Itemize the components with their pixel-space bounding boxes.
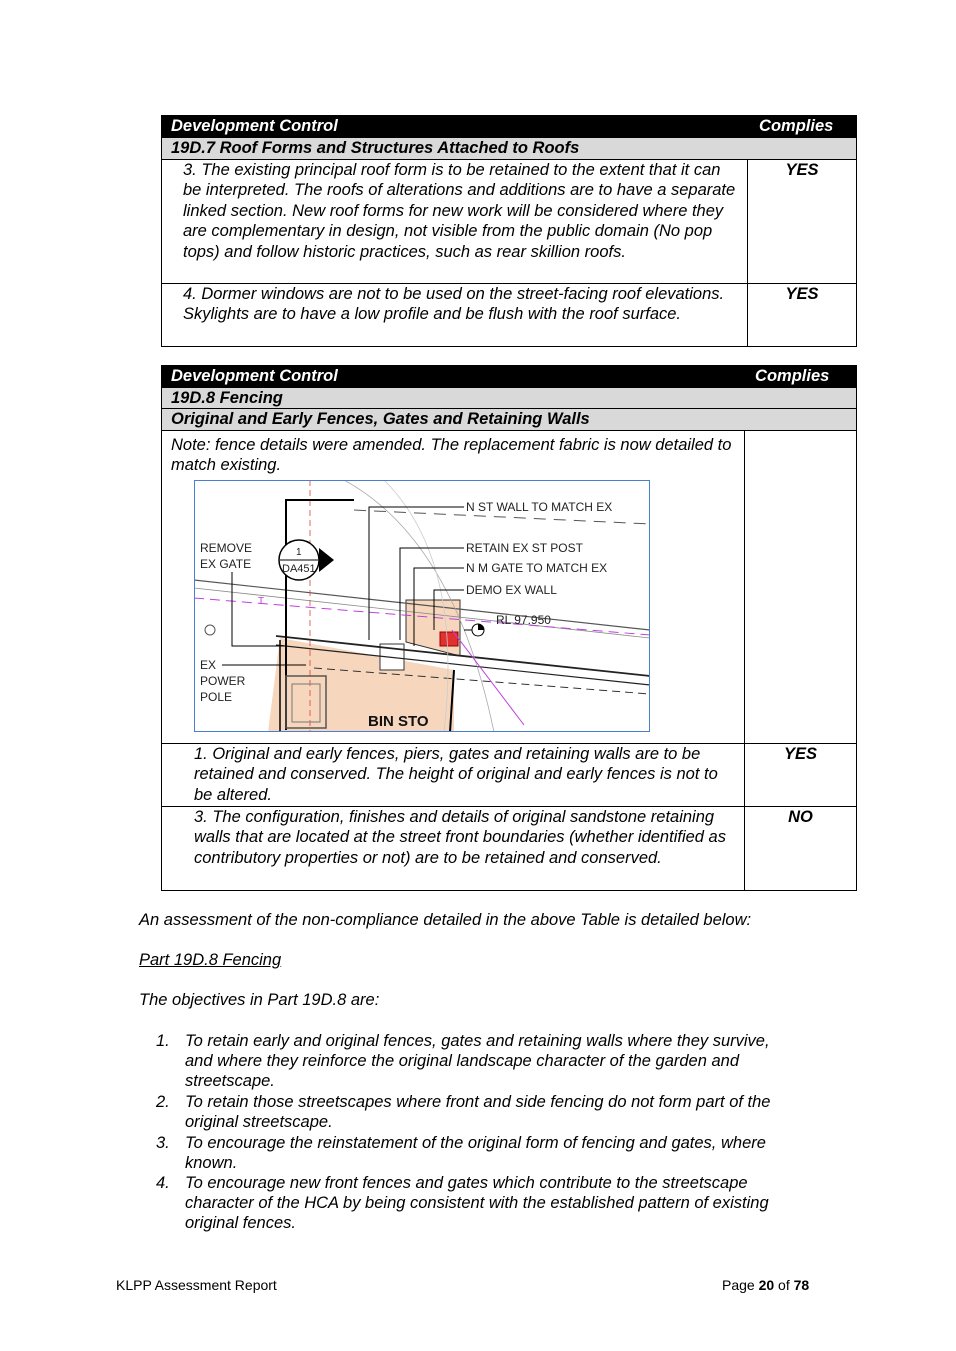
header-complies: Complies [747, 115, 857, 138]
section-title: 19D.8 Fencing [161, 386, 857, 410]
item-line: streetscape. [185, 1072, 275, 1090]
label-power: POWER [200, 674, 246, 688]
label-bin-sto: BIN STO [368, 713, 429, 730]
label-pole: POLE [200, 690, 232, 704]
table-row: 4. Dormer windows are not to be used on … [160, 283, 857, 347]
label-t-marker: T [258, 596, 264, 607]
subsection-title: Original and Early Fences, Gates and Ret… [161, 408, 857, 431]
label-retain-post: RETAIN EX ST POST [466, 541, 584, 555]
item-line: original streetscape. [185, 1113, 333, 1131]
item-line: original fences. [185, 1214, 296, 1232]
control-text: 4. Dormer windows are not to be used on … [160, 283, 749, 347]
label-n-st-wall: N ST WALL TO MATCH EX [466, 500, 612, 514]
table-row: 3. The existing principal roof form is t… [160, 159, 857, 284]
complies-value: YES [744, 742, 857, 808]
item-line: known. [185, 1154, 238, 1172]
control-text: 3. The existing principal roof form is t… [160, 159, 749, 284]
header-control: Development Control [160, 365, 746, 388]
item-line: To retain those streetscapes where front… [185, 1093, 771, 1111]
objectives-intro: The objectives in Part 19D.8 are: [139, 991, 380, 1009]
label-demo-wall: DEMO EX WALL [466, 583, 557, 597]
label-remove: REMOVE [200, 541, 252, 555]
header-complies: Complies [744, 365, 857, 388]
table-row: 3. The configuration, finishes and detai… [160, 806, 857, 892]
section-row: 19D.8 Fencing [161, 386, 857, 410]
control-text: 3. The configuration, finishes and detai… [160, 806, 746, 892]
header-control: Development Control [160, 115, 749, 138]
complies-value: YES [747, 159, 857, 284]
table-row: 1. Original and early fences, piers, gat… [160, 742, 857, 808]
label-callout-ref: DA451 [282, 563, 316, 575]
note-text: Note: fence details were amended. The re… [171, 435, 732, 475]
table-header: Development Control Complies [160, 365, 857, 388]
label-rl: RL 97.950 [496, 613, 551, 627]
assessment-intro: An assessment of the non-compliance deta… [139, 911, 752, 929]
table-header: Development Control Complies [160, 115, 857, 138]
item-line: and where they reinforce the original la… [185, 1052, 740, 1070]
label-ex: EX [200, 658, 216, 672]
complies-value: NO [744, 806, 857, 892]
dev-control-table-roofs: Development Control Complies 19D.7 Roof … [160, 115, 857, 347]
label-callout-num: 1 [296, 547, 302, 558]
label-nm-gate: N M GATE TO MATCH EX [466, 561, 607, 575]
item-line: character of the HCA by being consistent… [185, 1194, 769, 1212]
section-heading: Part 19D.8 Fencing [139, 951, 282, 969]
item-line: To encourage new front fences and gates … [185, 1174, 748, 1192]
item-line: To retain early and original fences, gat… [185, 1032, 770, 1050]
control-text: 1. Original and early fences, piers, gat… [160, 742, 746, 808]
item-line: To encourage the reinstatement of the or… [185, 1134, 766, 1152]
complies-value: YES [747, 283, 857, 347]
section-title: 19D.7 Roof Forms and Structures Attached… [161, 137, 857, 160]
label-ex-gate: EX GATE [200, 557, 251, 571]
item-number: 4. [156, 1174, 170, 1192]
footer-page-number: Page 20 of 78 [722, 1277, 810, 1293]
item-number: 3. [156, 1134, 170, 1152]
section-row: 19D.7 Roof Forms and Structures Attached… [161, 137, 857, 160]
item-number: 1. [156, 1032, 170, 1050]
fence-drawing: N ST WALL TO MATCH EX REMOVE EX GATE 1 D… [194, 480, 650, 732]
item-number: 2. [156, 1093, 170, 1111]
subsection-row: Original and Early Fences, Gates and Ret… [161, 408, 857, 431]
footer-report-name: KLPP Assessment Report [116, 1277, 277, 1293]
